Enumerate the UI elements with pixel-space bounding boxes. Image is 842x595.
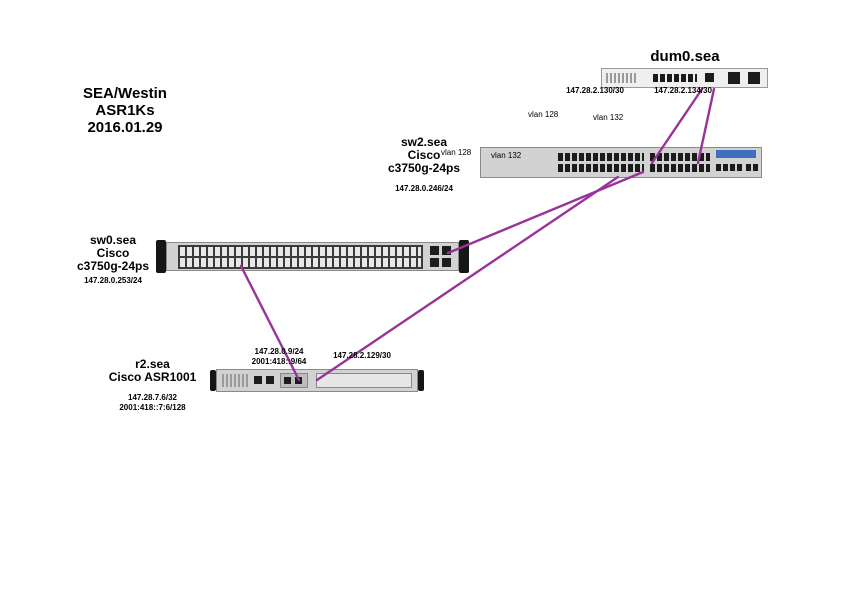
r2-rack-ear-right [418, 370, 424, 391]
dum0-ip-left-label: 147.28.2.130/30 [566, 86, 624, 95]
sw2-port-row-1a [558, 153, 644, 161]
r2-vent-grille [222, 374, 248, 387]
r2-mgmt-port-1 [284, 377, 291, 384]
r2-loopback-v6-label: 2001:418::7:6/128 [119, 403, 186, 412]
vlan-132-top-label: vlan 132 [593, 113, 624, 122]
sw0-uplink-port-1 [430, 246, 439, 255]
sw2-ip-label: 147.28.0.246/24 [395, 184, 453, 193]
sw0-ip-label: 147.28.0.253/24 [84, 276, 142, 285]
device-dum0-sea [601, 68, 768, 88]
diagram-title-line3: 2016.01.29 [87, 119, 163, 136]
sw0-name-label: sw0.sea [89, 233, 137, 247]
cisco-logo-badge [716, 150, 756, 158]
r2-mgmt-port-2 [295, 377, 302, 384]
r2-name-label: r2.sea [135, 357, 170, 371]
r2-lan-ip-v4-label: 147.28.0.9/24 [254, 347, 304, 356]
sw0-port-row-top [180, 247, 421, 256]
vlan-128-top-label: vlan 128 [528, 110, 559, 119]
sw0-label-block: sw0.sea Cisco c3750g-24ps [73, 234, 153, 273]
dum0-port [705, 73, 714, 82]
r2-blank-slot-plate [316, 373, 412, 388]
device-sw0-sea [156, 240, 469, 273]
r2-port-1 [254, 376, 262, 384]
vlan-128-sw2-label: vlan 128 [441, 148, 472, 157]
r2-label-block: r2.sea Cisco ASR1001 [100, 358, 205, 384]
dum0-module-left [728, 72, 740, 84]
dum0-name-label: dum0.sea [650, 48, 720, 65]
dum0-ip-right-label: 147.28.2.134/30 [654, 86, 712, 95]
sw0-rack-ear-right [459, 240, 469, 273]
dum0-vent-grille [606, 73, 636, 83]
sw2-name-label: sw2.sea [400, 135, 448, 149]
device-sw2-sea [480, 147, 762, 178]
dum0-port-group [653, 74, 697, 82]
device-r2-sea [210, 368, 424, 393]
sw2-port-row-2a [650, 153, 710, 161]
sw0-model-label: c3750g-24ps [76, 259, 150, 273]
sw0-uplink-port-3 [430, 258, 439, 267]
sw2-vendor-label: Cisco [407, 148, 441, 162]
r2-port-2 [266, 376, 274, 384]
vlan-132-sw2-label: vlan 132 [491, 151, 522, 160]
sw2-sfp-ports [716, 164, 742, 171]
sw0-rack-ear-left [156, 240, 166, 273]
r2-rack-ear-left [210, 370, 216, 391]
dum0-module-right [748, 72, 760, 84]
sw2-model-label: c3750g-24ps [387, 161, 461, 175]
sw0-port-row-bottom [180, 258, 421, 267]
sw2-port-row-2b [650, 164, 710, 172]
r2-loopback-v4-label: 147.28.7.6/32 [128, 393, 177, 402]
link-sw2-sw0 [446, 170, 645, 255]
r2-model-label: Cisco ASR1001 [108, 370, 197, 384]
r2-lan-ip-v6-label: 2001:418::9/64 [251, 357, 307, 366]
diagram-title: SEA/Westin ASR1Ks 2016.01.29 [60, 85, 190, 136]
link-sw2-r2 [315, 175, 620, 382]
diagram-title-line1: SEA/Westin [83, 85, 167, 102]
sw2-port-row-1b [558, 164, 644, 172]
r2-wan-ip-label: 147.28.2.129/30 [333, 351, 391, 360]
sw2-label-block: sw2.sea Cisco c3750g-24ps [384, 136, 464, 175]
sw0-uplink-port-2 [442, 246, 451, 255]
diagram-title-line2: ASR1Ks [95, 102, 155, 119]
sw0-vendor-label: Cisco [96, 246, 130, 260]
sw2-console-ports [746, 164, 758, 171]
sw0-uplink-port-4 [442, 258, 451, 267]
